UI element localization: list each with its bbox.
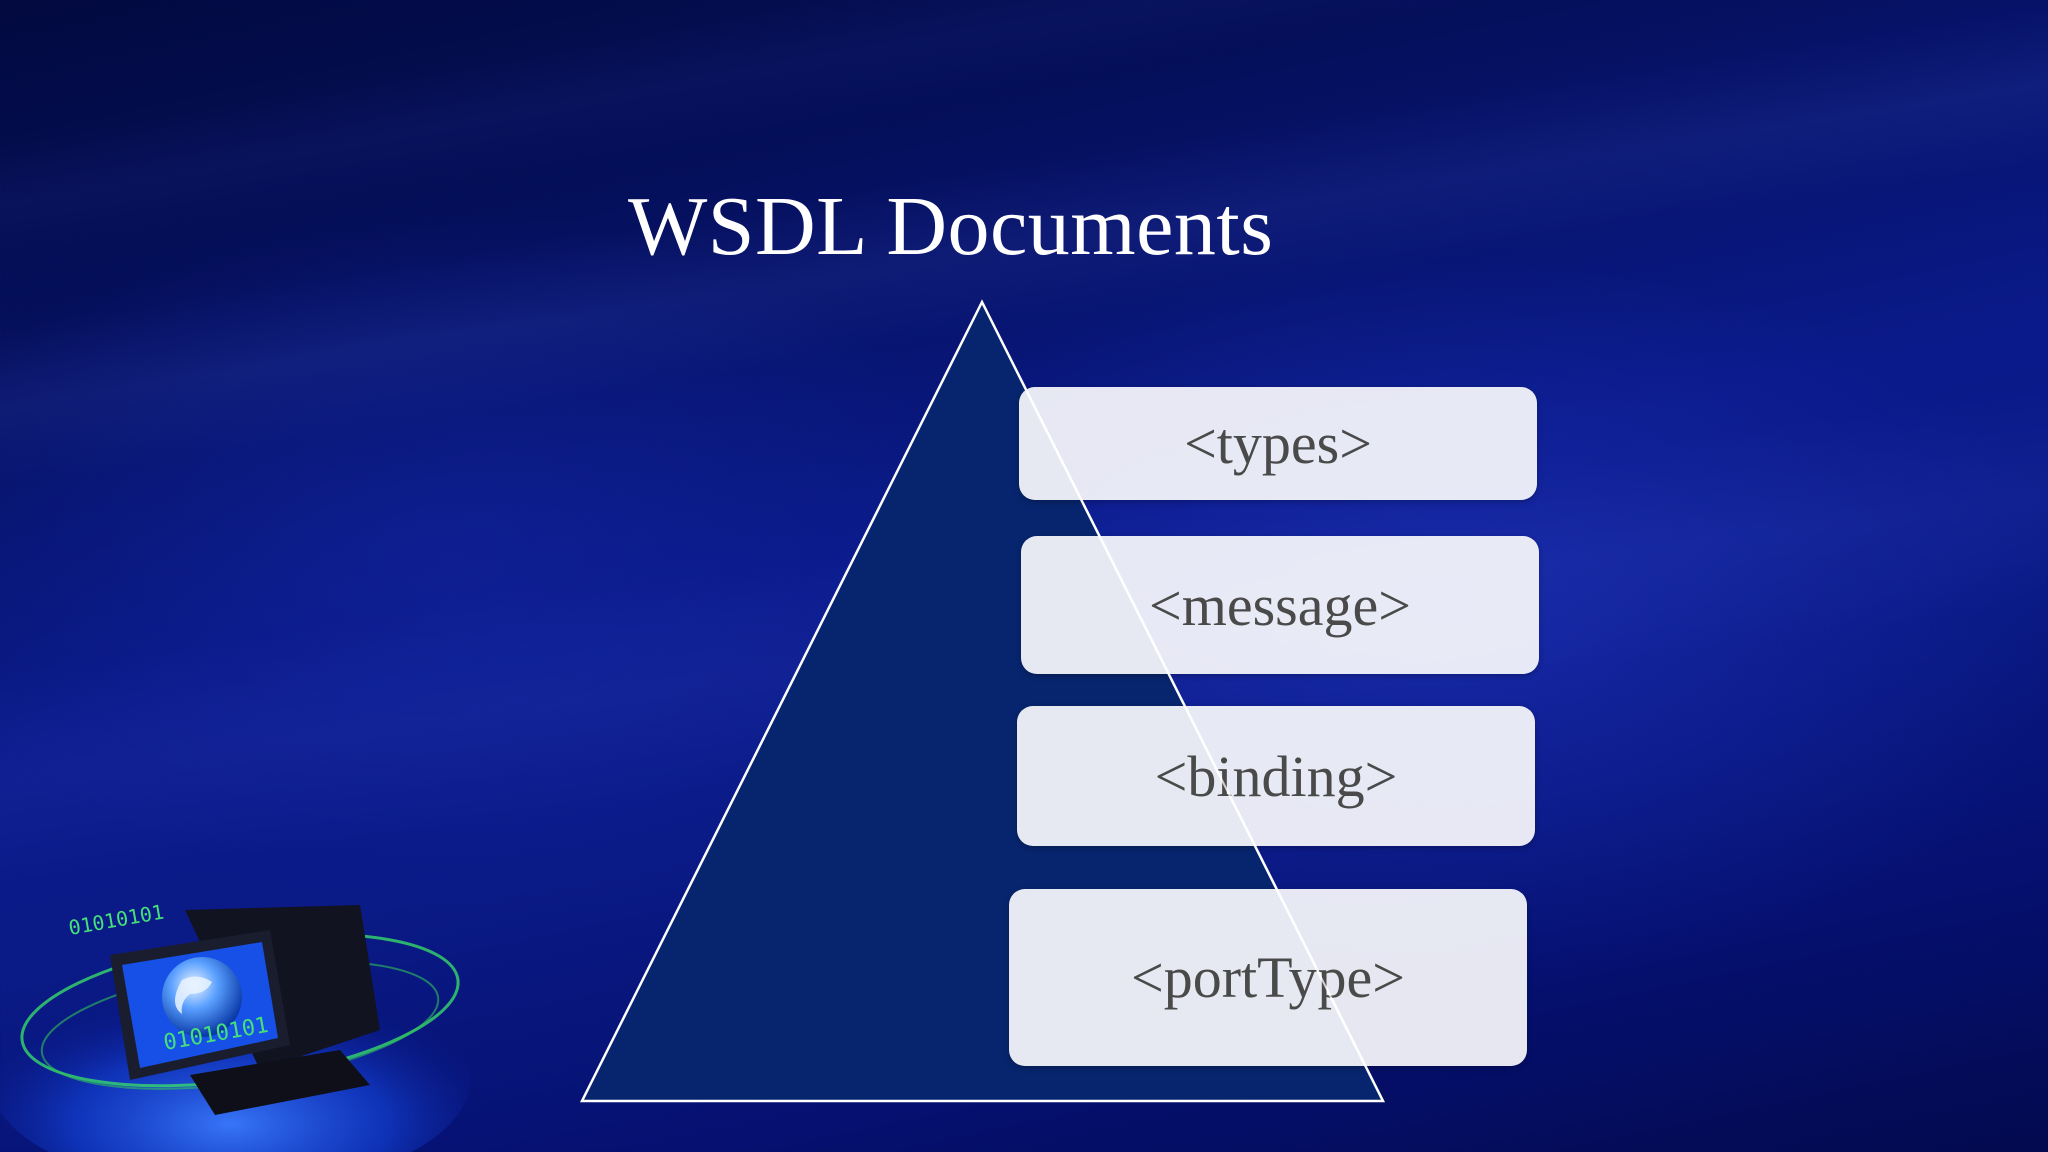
binary-text: 01010101 <box>67 900 166 940</box>
slide-title: WSDL Documents <box>628 180 1274 273</box>
computer-globe-icon: 01010101 01010101 <box>0 900 470 1152</box>
layer-box-message: <message> <box>1021 536 1539 674</box>
layer-box-binding: <binding> <box>1017 706 1535 846</box>
layer-label: <portType> <box>1131 945 1405 1010</box>
layer-box-types: <types> <box>1019 387 1537 500</box>
layer-label: <message> <box>1149 572 1411 638</box>
layer-label: <types> <box>1184 411 1372 476</box>
layer-box-porttype: <portType> <box>1009 889 1527 1066</box>
layer-label: <binding> <box>1154 743 1398 809</box>
